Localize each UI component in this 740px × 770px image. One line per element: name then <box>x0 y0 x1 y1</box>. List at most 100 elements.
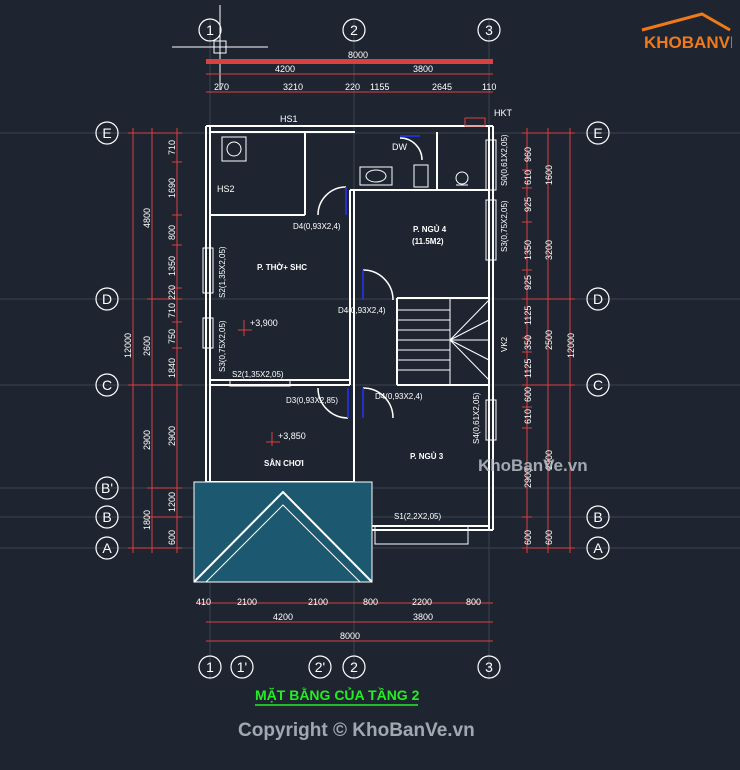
dim-top-total: 8000 <box>348 50 368 60</box>
svg-text:D: D <box>102 291 112 307</box>
windows <box>202 139 497 545</box>
bottom-dimensions: 410 2100 2100 800 2200 800 4200 3800 800… <box>196 597 493 642</box>
label-d4b: D4(0,93X2,4) <box>338 306 386 315</box>
svg-text:2100: 2100 <box>308 597 328 607</box>
svg-text:800: 800 <box>363 597 378 607</box>
svg-text:2500: 2500 <box>544 330 554 350</box>
room-bed4-area: (11.5M2) <box>412 237 444 246</box>
svg-text:2100: 2100 <box>237 597 257 607</box>
svg-text:1690: 1690 <box>167 178 177 198</box>
svg-text:3200: 3200 <box>544 240 554 260</box>
level-3900: +3,900 <box>250 318 278 328</box>
svg-text:B: B <box>102 509 111 525</box>
dim-top-220: 220 <box>345 82 360 92</box>
svg-text:1: 1 <box>206 659 214 675</box>
svg-text:A: A <box>102 540 112 556</box>
svg-text:12000: 12000 <box>123 333 133 358</box>
svg-text:4200: 4200 <box>273 612 293 622</box>
level-markers: +3,900 +3,850 <box>238 318 306 446</box>
label-d3: D3(0,93X2,85) <box>286 396 338 405</box>
grid-label-1: 1 <box>206 22 214 38</box>
svg-text:2900: 2900 <box>523 468 533 488</box>
svg-text:1800: 1800 <box>142 510 152 530</box>
svg-text:12000: 12000 <box>566 333 576 358</box>
svg-text:KHOBANVE: KHOBANVE <box>644 33 732 52</box>
svg-text:1350: 1350 <box>167 256 177 276</box>
svg-text:C: C <box>593 377 603 393</box>
label-s3a: S3(0,75X2,05) <box>218 320 227 372</box>
svg-text:D: D <box>593 291 603 307</box>
svg-text:B': B' <box>101 480 113 496</box>
label-s3b: S3(0,75X2,05) <box>500 200 509 252</box>
svg-text:4800: 4800 <box>142 208 152 228</box>
svg-text:800: 800 <box>167 225 177 240</box>
drawing-title: MẶT BẰNG CỦA TẦNG 2 <box>255 686 420 706</box>
svg-text:1125: 1125 <box>523 306 533 325</box>
grid-label-2: 2 <box>350 22 358 38</box>
svg-text:600: 600 <box>523 387 533 402</box>
room-labels: HS1 HS2 HKT DW P. NGỦ 4 (11.5M2) P. THỜ+… <box>217 108 513 521</box>
left-grid-bubbles: E D C B' B A <box>95 121 119 560</box>
svg-text:600: 600 <box>544 530 554 545</box>
svg-text:1200: 1200 <box>167 492 177 512</box>
svg-text:1840: 1840 <box>167 358 177 378</box>
svg-text:600: 600 <box>523 530 533 545</box>
dim-top-4200: 4200 <box>275 64 295 74</box>
right-grid-bubbles: E D C B A <box>586 121 610 560</box>
svg-text:2': 2' <box>315 659 325 675</box>
label-s4: S4(0,61X2,05) <box>472 392 481 444</box>
svg-text:A: A <box>593 540 603 556</box>
label-d4a: D4(0,93X2,4) <box>293 222 341 231</box>
label-hkt: HKT <box>494 108 513 118</box>
svg-text:2900: 2900 <box>544 450 554 470</box>
svg-text:E: E <box>102 125 111 141</box>
left-dimensions: 12000 4800 2600 2900 1800 710 1690 800 1… <box>123 128 182 553</box>
bottom-grid-bubbles: 1 1' 2' 2 3 <box>198 655 501 679</box>
svg-text:710: 710 <box>167 140 177 155</box>
svg-text:350: 350 <box>523 335 533 350</box>
svg-text:220: 220 <box>167 285 177 300</box>
svg-text:750: 750 <box>167 329 177 344</box>
label-vk2: VK2 <box>500 336 509 352</box>
svg-text:3: 3 <box>485 659 493 675</box>
khobanve-logo: KHOBANVE <box>640 10 732 52</box>
svg-text:800: 800 <box>466 597 481 607</box>
dim-top-3210: 3210 <box>283 82 303 92</box>
watermark-site: KhoBanVe.vn <box>478 456 588 475</box>
svg-text:1': 1' <box>237 659 247 675</box>
label-s1: S1(2,2X2,05) <box>394 512 441 521</box>
watermark-copyright: Copyright © KhoBanVe.vn <box>238 720 475 741</box>
label-d4c: D4(0,93X2,4) <box>375 392 423 401</box>
svg-text:410: 410 <box>196 597 211 607</box>
svg-text:2900: 2900 <box>142 430 152 450</box>
svg-text:960: 960 <box>523 147 533 162</box>
dim-top-1155: 1155 <box>370 82 389 92</box>
dim-top-2645: 2645 <box>432 82 452 92</box>
room-yard: SÂN CHƠI <box>264 459 304 468</box>
staircase <box>397 298 490 385</box>
top-dimensions: 8000 4200 3800 270 3210 220 1155 2645 11… <box>206 50 496 93</box>
svg-text:710: 710 <box>167 303 177 318</box>
svg-text:600: 600 <box>167 530 177 545</box>
level-3850: +3,850 <box>278 431 306 441</box>
svg-text:925: 925 <box>523 197 533 212</box>
svg-text:1125: 1125 <box>523 359 533 378</box>
dim-top-270: 270 <box>214 82 229 92</box>
crosshair-cursor <box>172 5 268 90</box>
grid-label-3: 3 <box>485 22 493 38</box>
svg-text:E: E <box>593 125 602 141</box>
svg-text:8000: 8000 <box>340 631 360 641</box>
svg-text:1350: 1350 <box>523 240 533 260</box>
room-bed4: P. NGỦ 4 <box>413 225 447 234</box>
svg-text:610: 610 <box>523 409 533 424</box>
label-dw: DW <box>392 142 407 152</box>
svg-text:C: C <box>102 377 112 393</box>
svg-text:925: 925 <box>523 275 533 290</box>
room-worship: P. THỜ+ SHC <box>257 263 307 272</box>
roof-hatch <box>193 481 373 583</box>
doors <box>317 135 423 419</box>
label-s2b: S2(1,35X2,05) <box>232 370 284 379</box>
svg-text:610: 610 <box>523 170 533 185</box>
svg-text:B: B <box>593 509 602 525</box>
